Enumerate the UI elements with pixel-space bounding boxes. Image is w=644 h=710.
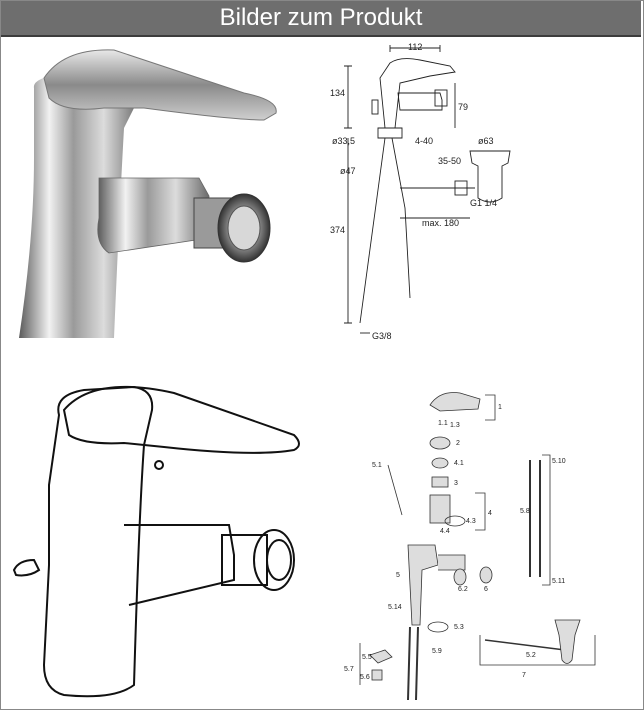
panel-header: Bilder zum Produkt [1,1,641,37]
dim-height-upper: 134 [330,88,345,98]
part-label: 1.3 [450,422,460,429]
dim-base-diameter: ø33,5 [332,136,355,146]
part-label: 5.2 [526,652,536,659]
part-label: 5.14 [388,604,402,611]
part-label: 4.4 [440,528,450,535]
dim-waste-diameter: ø63 [478,136,494,146]
part-label: 5.10 [552,458,566,465]
part-label: 5.11 [552,578,565,585]
part-label: 4.3 [466,518,476,525]
dim-width-top: 112 [408,42,422,52]
line-drawing[interactable] [4,365,314,705]
part-label: 6 [484,586,488,593]
part-label: 5.3 [454,624,464,631]
product-photo[interactable] [4,38,314,348]
part-label: 3 [454,480,458,487]
part-label: 1 [498,404,502,411]
part-label: 5 [396,572,400,579]
dim-thread: G1 1/4 [470,198,497,208]
dim-spout-height: 79 [458,102,468,112]
part-label: 5.7 [344,666,354,673]
part-label: 5.1 [372,462,382,469]
part-label: 5.9 [432,648,442,655]
dim-nut-diameter: ø47 [340,166,356,176]
dimension-drawing[interactable]: 112 134 79 ø33,5 4-40 ø63 35-50 ø47 G1 1… [330,38,640,348]
dim-range-35-50: 35-50 [438,156,461,166]
part-label: 5.5 [362,654,372,661]
part-label: 1.1 [438,420,448,427]
exploded-parts-diagram[interactable]: 1 1.1 1.3 2 4.1 3 5.1 4 4.3 4.4 5.10 5.8… [330,365,640,705]
dim-connection: G3/8 [372,331,392,341]
part-label: 5.8 [520,508,530,515]
part-label: 6.2 [458,586,468,593]
part-label: 5.6 [360,674,370,681]
dim-max-reach: max. 180 [422,218,459,228]
part-label: 7 [522,672,526,679]
part-label: 4 [488,510,492,517]
part-label: 2 [456,440,460,447]
dim-hose-length: 374 [330,225,345,235]
dim-pipe-range: 4-40 [415,136,433,146]
part-label: 4.1 [454,460,464,467]
